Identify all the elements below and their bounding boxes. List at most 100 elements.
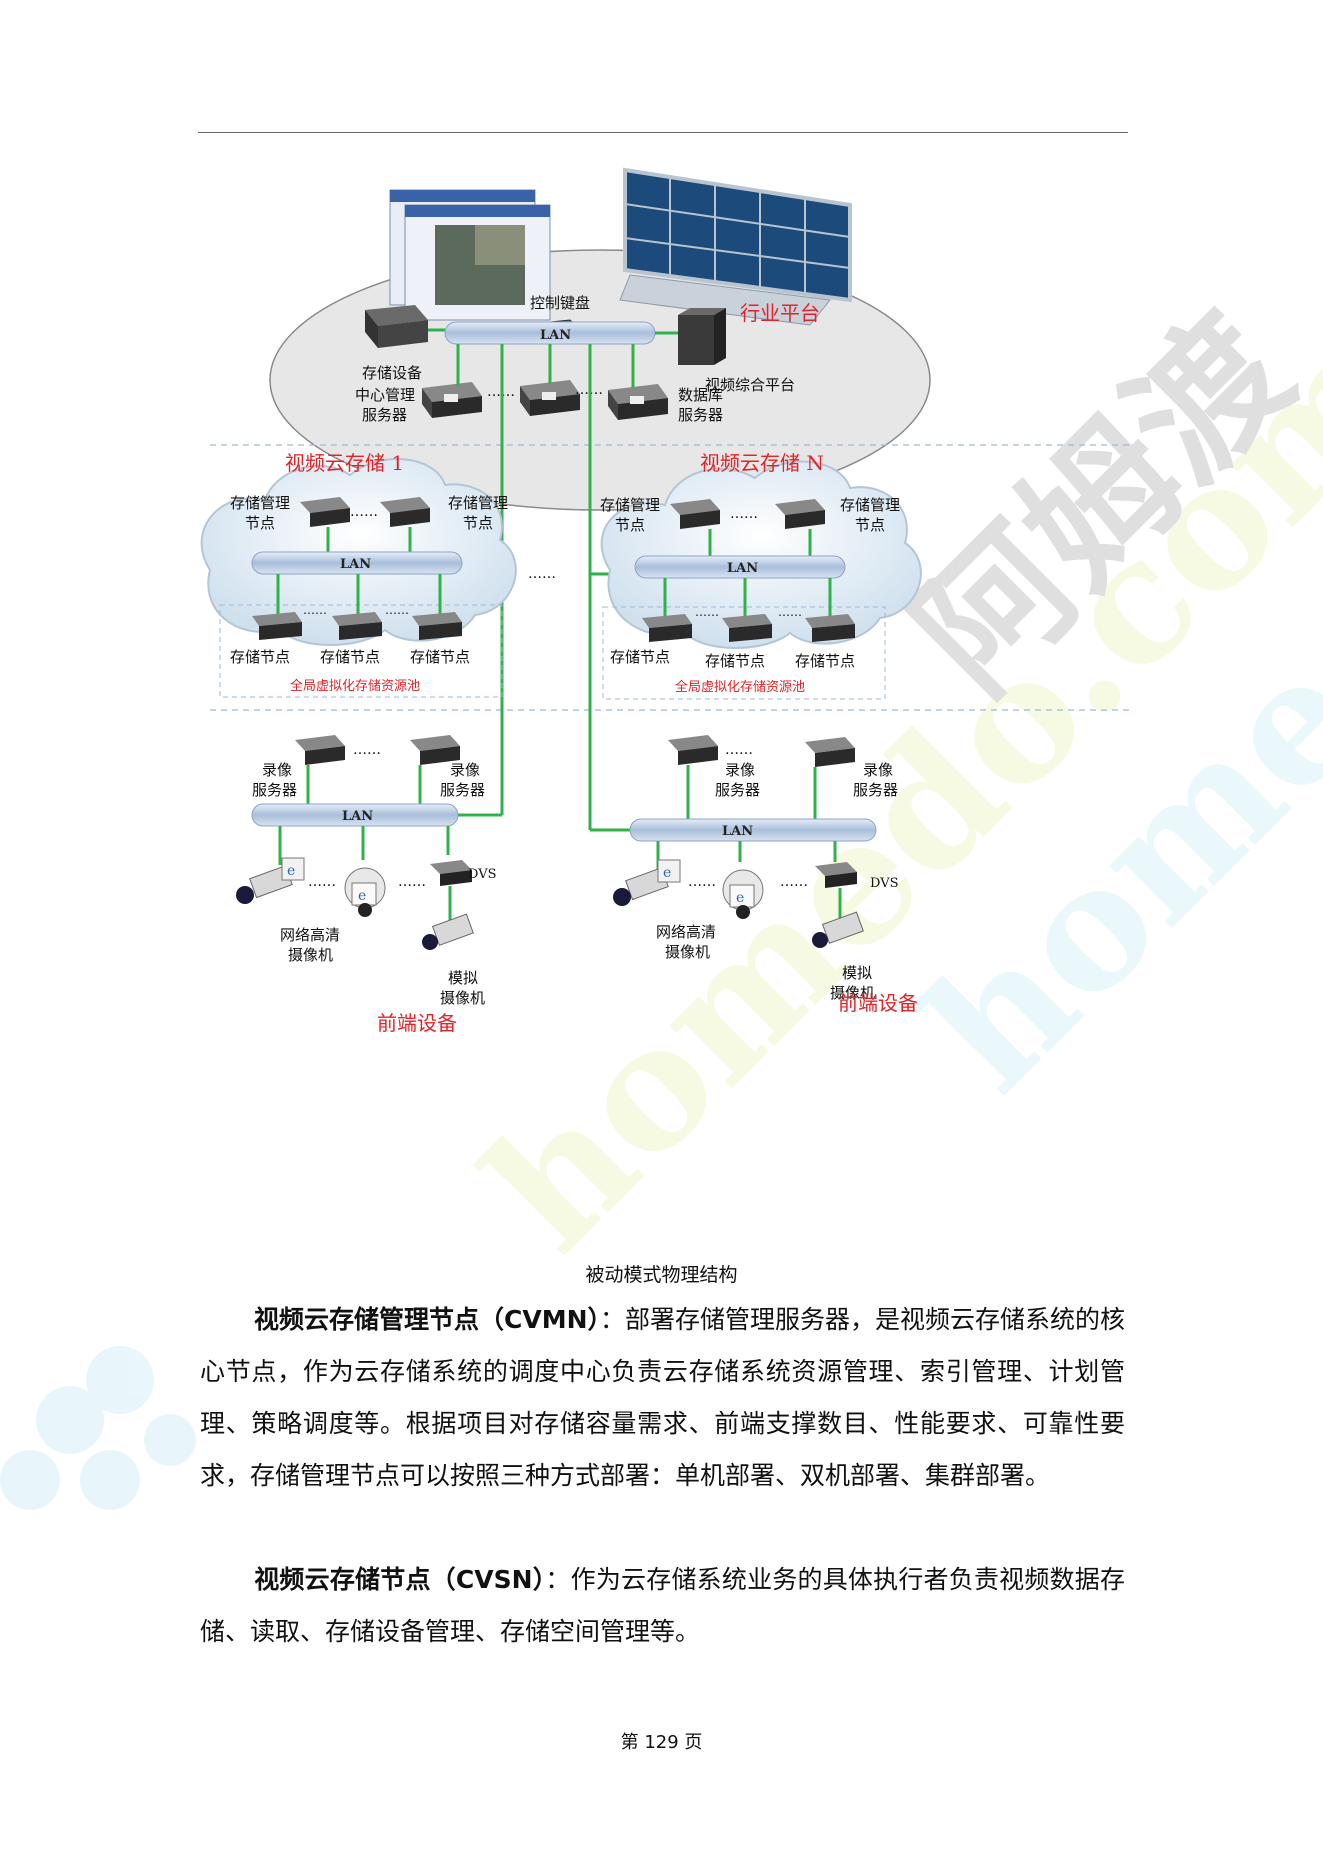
video-platform-icon (678, 308, 726, 365)
dots: …… (725, 742, 753, 758)
front-title: 前端设备 (377, 1011, 457, 1035)
mgmt-node-label: 节点 (245, 514, 275, 532)
cloud-n-title: 视频云存储 N (700, 451, 824, 475)
center-mgmt-server-icon (422, 382, 482, 418)
pool-label: 全局虚拟化存储资源池 (675, 679, 805, 695)
paragraph-cvmn: 视频云存储管理节点（CVMN）：部署存储管理服务器，是视频云存储系统的核心节点，… (200, 1294, 1125, 1502)
term-cvsn: 视频云存储节点（CVSN） (254, 1565, 546, 1594)
dots: …… (353, 742, 381, 758)
svg-text:e: e (736, 890, 744, 906)
dvs-icon (430, 860, 472, 886)
lan-top: LAN (540, 328, 571, 343)
header-rule (198, 132, 1128, 133)
ip-camera-icon: e (236, 857, 305, 904)
storage-node-label: 存储节点 (705, 652, 765, 670)
analog-camera-icon (422, 913, 474, 950)
analog-label: 摄像机 (830, 984, 875, 1002)
mgmt-node-label: 存储管理 (448, 494, 508, 512)
center-server-icon (520, 380, 580, 416)
dots: …… (778, 605, 802, 619)
dvs-label: DVS (870, 876, 899, 891)
dots: …… (688, 874, 716, 890)
analog-camera-icon (812, 911, 864, 948)
database-label-1: 数据库 (678, 386, 723, 404)
dvs-icon (815, 862, 857, 888)
ipc-label: 摄像机 (288, 946, 333, 964)
body-cvmn: ：部署存储管理服务器，是视频云存储系统的核心节点，作为云存储系统的调度中心负责云… (200, 1305, 1126, 1490)
term-cvmn: 视频云存储管理节点（CVMN） (254, 1305, 600, 1334)
analog-label: 模拟 (448, 969, 478, 987)
svg-text:e: e (287, 863, 295, 879)
dots: …… (308, 874, 336, 890)
rec-label: 录像 (450, 761, 480, 779)
front-end-2: …… 录像 服务器 录像 服务器 LAN e …… e (613, 735, 918, 1015)
storage-node-label: 存储节点 (410, 648, 470, 666)
mgmt-node-label: 节点 (463, 514, 493, 532)
storage-device-label: 存储设备 (362, 364, 422, 382)
rec-label: 服务器 (853, 781, 898, 799)
rec-label: 录像 (863, 761, 893, 779)
database-server-icon (608, 384, 668, 420)
dots: …… (350, 504, 378, 520)
dvs-label: DVS (468, 867, 497, 882)
storage-node-label: 存储节点 (230, 648, 290, 666)
center-mgmt-label-1: 中心管理 (355, 386, 415, 404)
dots: …… (528, 566, 556, 582)
front-title: 前端设备 (838, 991, 918, 1015)
rec-label: 录像 (725, 761, 755, 779)
mgmt-server-icon (380, 497, 430, 527)
figure-caption: 被动模式物理结构 (585, 1264, 738, 1286)
dots: …… (695, 605, 719, 619)
cloud-1: 视频云存储 1 存储管理 节点 存储管理 节点 …… LAN (200, 451, 517, 698)
analog-label: 摄像机 (440, 989, 485, 1007)
rec-label: 服务器 (440, 781, 485, 799)
lan-front-1: LAN (342, 809, 373, 824)
pool-label: 全局虚拟化存储资源池 (290, 678, 420, 694)
mgmt-node-label: 存储管理 (840, 496, 900, 514)
storage-node-label: 存储节点 (320, 648, 380, 666)
keyboard-label: 控制键盘 (530, 294, 590, 312)
dots: …… (730, 506, 758, 522)
rec-label: 录像 (262, 761, 292, 779)
ipc-label: 网络高清 (656, 923, 716, 941)
dots: …… (303, 603, 327, 617)
mgmt-node-label: 节点 (855, 516, 885, 534)
dots: …… (385, 603, 409, 617)
ipc-label: 摄像机 (665, 943, 710, 961)
storage-node-label: 存储节点 (610, 648, 670, 666)
ipc-label: 网络高清 (280, 926, 340, 944)
storage-node-label: 存储节点 (795, 652, 855, 670)
rec-label: 服务器 (715, 781, 760, 799)
mgmt-node-label: 节点 (615, 516, 645, 534)
front-end-1: …… 录像 服务器 录像 服务器 LAN e …… e (236, 735, 497, 1035)
database-label-2: 服务器 (678, 406, 723, 424)
mgmt-server-icon (775, 499, 825, 529)
recording-server-icon (805, 737, 855, 767)
storage-device-icon (365, 305, 428, 348)
video-wall-icon (619, 167, 852, 326)
mgmt-node-label: 存储管理 (600, 496, 660, 514)
recording-server-icon (295, 735, 345, 765)
monitor-screens-icon (389, 189, 551, 321)
lan-cloud-n: LAN (727, 561, 758, 576)
mgmt-server-icon (300, 497, 350, 527)
dots: …… (398, 874, 426, 890)
recording-server-icon (668, 735, 718, 765)
center-mgmt-label-2: 服务器 (362, 406, 407, 424)
body-cvsn: ：作为云存储系统业务的具体执行者负责视频数据存储、读取、存储设备管理、存储空间管… (200, 1565, 1125, 1646)
analog-label: 模拟 (842, 964, 872, 982)
cloud-n: 视频云存储 N 存储管理 节点 存储管理 节点 …… LAN (600, 451, 922, 700)
lan-cloud-1: LAN (340, 557, 371, 572)
network-diagram: 行业平台 控制键盘 存储设备 视频综合平台 LAN (200, 167, 1130, 1035)
dots: …… (780, 874, 808, 890)
dome-camera-icon: e (344, 867, 386, 917)
paragraph-cvsn: 视频云存储节点（CVSN）：作为云存储系统业务的具体执行者负责视频数据存储、读取… (200, 1554, 1125, 1658)
lan-front-2: LAN (722, 824, 753, 839)
dome-camera-icon: e (722, 869, 764, 919)
rec-label: 服务器 (252, 781, 297, 799)
svg-text:e: e (663, 865, 671, 881)
mgmt-server-icon (670, 499, 720, 529)
ip-camera-icon: e (613, 859, 681, 906)
page-number: 第 129 页 (620, 1732, 703, 1753)
recording-server-icon (410, 735, 460, 765)
